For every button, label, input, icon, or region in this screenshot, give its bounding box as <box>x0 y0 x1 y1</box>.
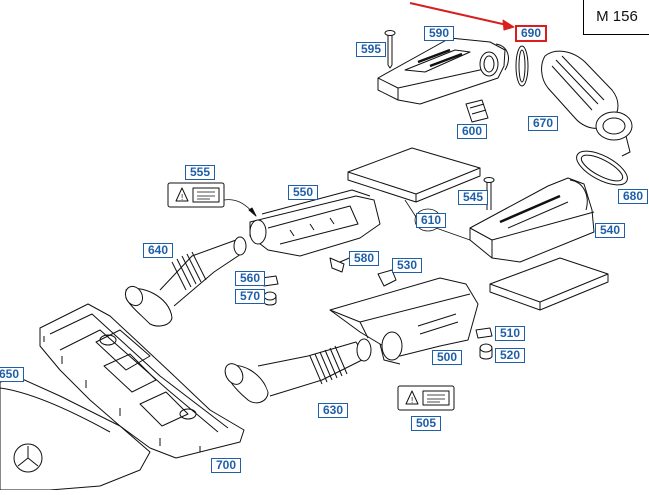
filter-element-610-upper <box>347 147 481 203</box>
callout-560[interactable]: 560 <box>235 271 265 286</box>
filter-cover-590 <box>377 37 509 105</box>
callout-580[interactable]: 580 <box>349 251 379 266</box>
filter-housing-500 <box>329 277 479 365</box>
callout-510[interactable]: 510 <box>495 326 525 341</box>
intake-duct-670 <box>541 50 633 157</box>
warning-label-505: ! <box>397 385 455 411</box>
filter-housing-550 <box>223 189 381 257</box>
intake-pipe-630 <box>224 338 372 404</box>
callout-590[interactable]: 590 <box>424 26 454 41</box>
seal-ring-690 <box>515 45 529 87</box>
callout-680[interactable]: 680 <box>618 189 648 204</box>
callout-630[interactable]: 630 <box>318 403 348 418</box>
clip-600 <box>465 99 489 123</box>
bolt-595 <box>384 30 396 69</box>
callout-640[interactable]: 640 <box>143 243 173 258</box>
grommet-510 <box>475 327 493 339</box>
engine-code-box: M 156 <box>583 0 649 35</box>
warning-label-555: ! <box>167 182 225 208</box>
callout-505[interactable]: 505 <box>411 416 441 431</box>
callout-600[interactable]: 600 <box>457 124 487 139</box>
callout-555[interactable]: 555 <box>185 165 215 180</box>
svg-text:!: ! <box>181 193 183 202</box>
engine-cover-700 <box>39 303 245 459</box>
callout-520[interactable]: 520 <box>495 348 525 363</box>
three-pointed-star-icon <box>17 446 39 467</box>
callout-610[interactable]: 610 <box>416 213 446 228</box>
callout-650[interactable]: 650 <box>0 367 24 382</box>
callout-700[interactable]: 700 <box>211 458 241 473</box>
callout-530[interactable]: 530 <box>392 258 422 273</box>
intake-pipe-640 <box>124 236 247 327</box>
svg-text:!: ! <box>411 396 413 405</box>
rubber-mount-570 <box>263 291 277 306</box>
callout-540[interactable]: 540 <box>595 223 625 238</box>
engine-cover-650 <box>0 377 151 491</box>
callout-570[interactable]: 570 <box>235 289 265 304</box>
clip-530 <box>377 269 397 287</box>
callout-595[interactable]: 595 <box>356 42 386 57</box>
callout-550[interactable]: 550 <box>288 185 318 200</box>
sealing-ring-680 <box>576 150 628 186</box>
callout-690[interactable]: 690 <box>515 25 547 42</box>
highlight-arrow <box>409 2 515 31</box>
callout-500[interactable]: 500 <box>432 350 462 365</box>
callout-670[interactable]: 670 <box>528 116 558 131</box>
filter-element-610-lower <box>489 257 609 311</box>
filter-cover-540 <box>469 177 595 263</box>
rubber-mount-520 <box>479 343 493 360</box>
callout-545[interactable]: 545 <box>458 190 488 205</box>
